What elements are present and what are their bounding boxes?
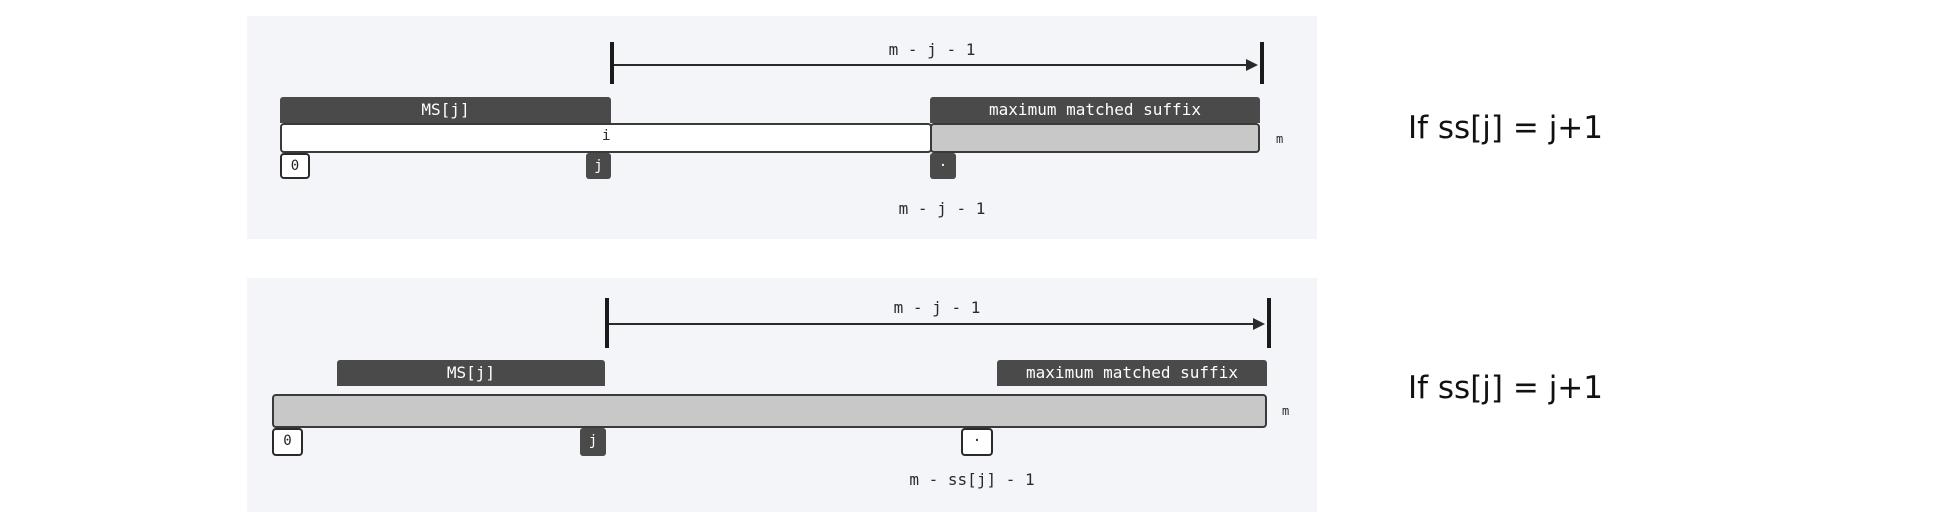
span-start-tick	[605, 298, 609, 348]
index-zero-tag: 0	[280, 153, 310, 179]
max-matched-suffix-bar: maximum matched suffix	[930, 97, 1260, 123]
span-end-tick	[1267, 298, 1271, 348]
span-line	[609, 323, 1253, 325]
ms-j-bar: MS[j]	[280, 97, 611, 123]
max-matched-suffix-bar: maximum matched suffix	[997, 360, 1267, 386]
span-start-tick	[610, 42, 614, 84]
span-arrowhead	[1246, 59, 1258, 71]
diagram-panel-bottom: m - j - 1 MS[j] maximum matched suffix m…	[247, 278, 1317, 512]
end-label: m	[1282, 404, 1290, 418]
diagram-panel-top: m - j - 1 MS[j] maximum matched suffix i…	[247, 16, 1317, 239]
index-zero-tag: 0	[272, 428, 303, 456]
span-label: m - j - 1	[893, 298, 981, 317]
below-label: m - j - 1	[898, 199, 986, 218]
index-j-tag: j	[586, 153, 611, 179]
index-dot-tag: ·	[930, 153, 956, 179]
below-label: m - ss[j] - 1	[909, 470, 1035, 489]
condition-text-top: If ss[j] = j+1	[1408, 110, 1604, 146]
span-arrowhead	[1253, 318, 1265, 330]
end-label: m	[1276, 132, 1284, 146]
index-dot-tag: ·	[961, 428, 993, 456]
ms-j-bar: MS[j]	[337, 360, 605, 386]
span-label: m - j - 1	[888, 40, 976, 59]
string-suffix-bar	[930, 123, 1260, 153]
inner-label: i	[602, 128, 611, 144]
span-line	[614, 64, 1246, 66]
string-bar	[272, 394, 1267, 428]
string-prefix-bar	[280, 123, 932, 153]
index-j-tag: j	[580, 428, 606, 456]
span-end-tick	[1260, 42, 1264, 84]
condition-text-bottom: If ss[j] = j+1	[1408, 370, 1604, 406]
